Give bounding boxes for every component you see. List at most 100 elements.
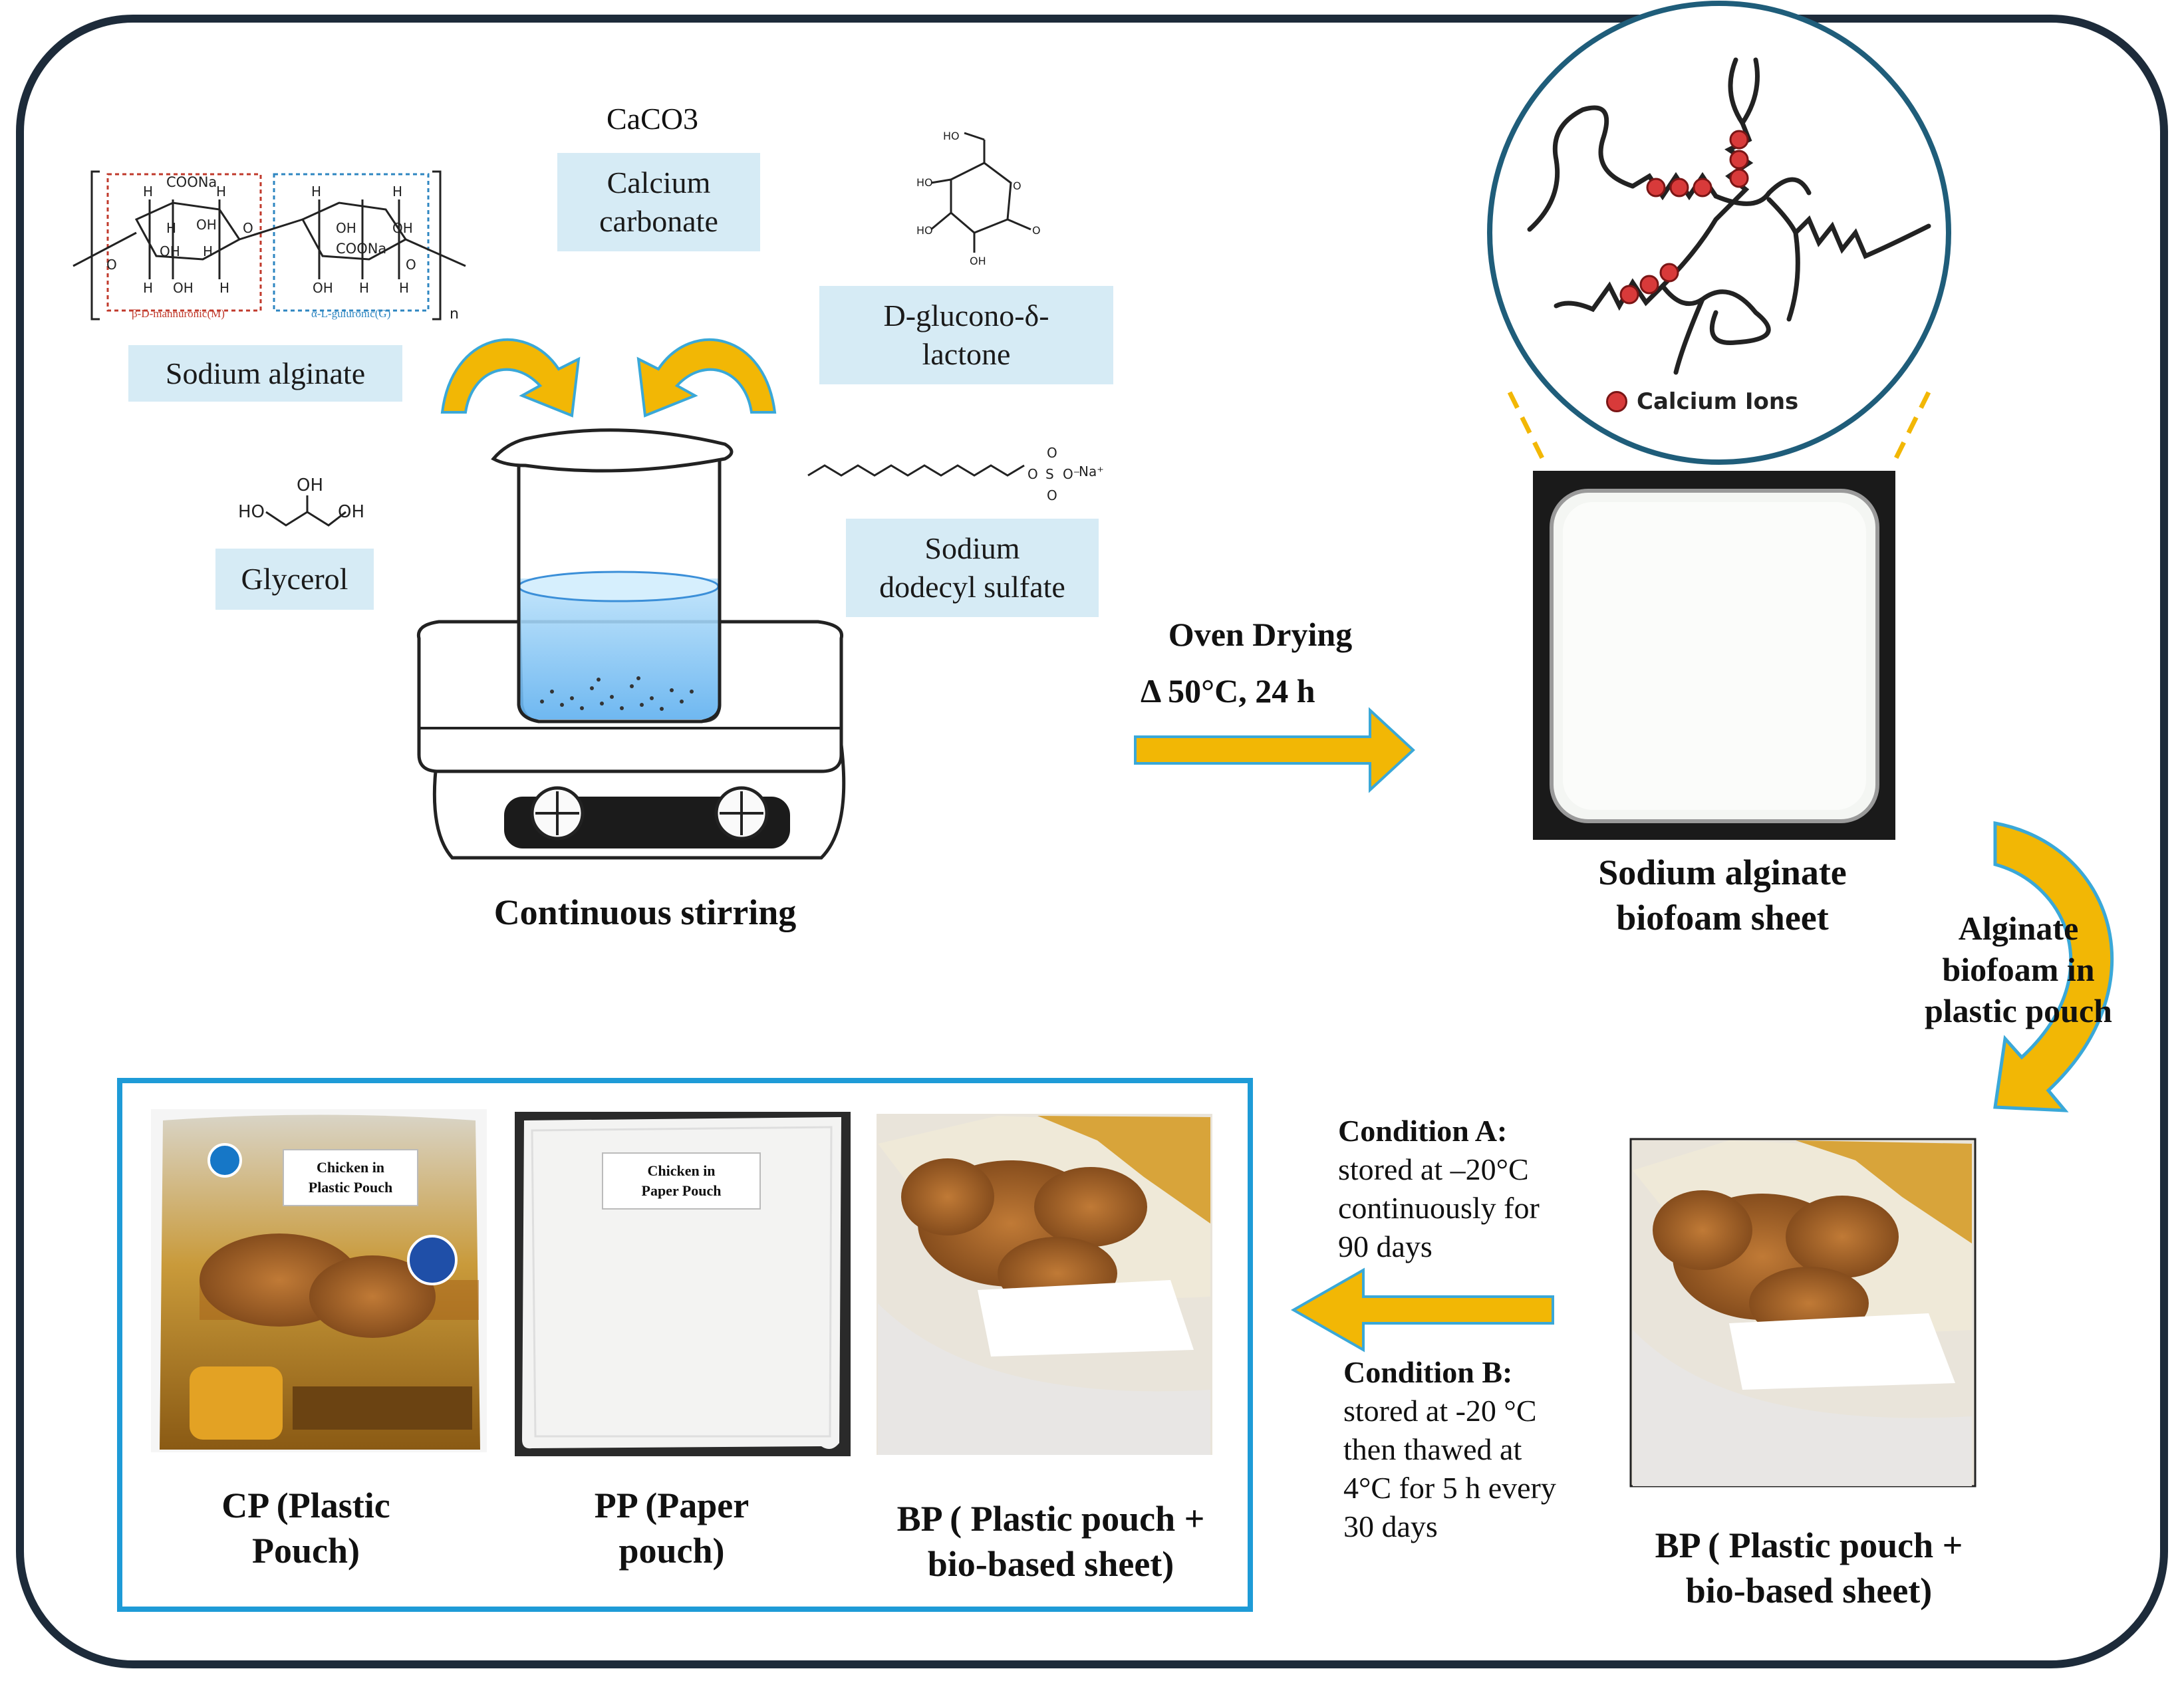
pp-pouch-tag: Chicken in Paper Pouch xyxy=(602,1152,761,1210)
sodium-alginate-structure xyxy=(72,170,466,321)
svg-text:H: H xyxy=(392,184,402,199)
repeat-n-label: n xyxy=(450,306,459,323)
calcium-ion-icon xyxy=(1606,391,1627,412)
svg-text:HO: HO xyxy=(916,224,933,237)
pp-line2: pouch) xyxy=(618,1531,725,1571)
pp-tag-line1: Chicken in xyxy=(647,1162,716,1179)
svg-text:H: H xyxy=(219,280,229,296)
sds-na-label: Na⁺ xyxy=(1079,463,1104,479)
gdl-line1: D-glucono-δ- xyxy=(883,299,1049,332)
svg-text:OH: OH xyxy=(338,502,364,522)
svg-text:H: H xyxy=(216,184,226,199)
gdl-label: D-glucono-δ- lactone xyxy=(819,286,1113,384)
condition-b-title: Condition B: xyxy=(1343,1355,1513,1389)
svg-text:O: O xyxy=(243,220,253,236)
beaker-stirrer xyxy=(416,428,846,860)
bp-main-photo xyxy=(1629,1138,1977,1488)
mannuronic-label: β-D-mannuronic(M) xyxy=(132,307,225,320)
curved-arrow-right xyxy=(636,338,777,418)
pp-line1: PP (Paper xyxy=(594,1486,750,1525)
cp-tag-line2: Plastic Pouch xyxy=(308,1179,393,1196)
condition-b-line2: then thawed at xyxy=(1343,1432,1522,1466)
svg-text:OH: OH xyxy=(173,280,194,296)
svg-text:H: H xyxy=(203,243,213,259)
svg-text:H: H xyxy=(143,280,153,296)
curved-arrow-left xyxy=(440,338,581,418)
svg-text:O: O xyxy=(1032,224,1041,237)
calcium-carbonate-line1: Calcium xyxy=(607,166,711,199)
svg-text:O: O xyxy=(1027,466,1038,482)
sds-head: O S O O O⁻ xyxy=(1027,445,1080,503)
cp-tag-line1: Chicken in xyxy=(316,1159,385,1176)
svg-text:O⁻: O⁻ xyxy=(1063,466,1080,482)
oven-drying-conditions: Δ 50°C, 24 h xyxy=(1141,672,1315,710)
bp-line1: BP ( Plastic pouch + xyxy=(896,1499,1205,1539)
pouch-step-line2: biofoam in xyxy=(1942,951,2095,988)
bp-main-caption: BP ( Plastic pouch + bio-based sheet) xyxy=(1609,1523,2008,1613)
svg-text:O: O xyxy=(106,257,117,273)
sds-line1: Sodium xyxy=(924,531,1020,565)
svg-text:OH: OH xyxy=(196,217,217,233)
pp-caption: PP (Paper pouch) xyxy=(532,1483,811,1573)
sodium-alginate-text: Sodium alginate xyxy=(165,356,366,390)
condition-a-title: Condition A: xyxy=(1338,1114,1508,1148)
svg-text:HO: HO xyxy=(943,130,960,142)
calcium-carbonate-line2: carbonate xyxy=(599,204,718,238)
condition-a-line1: stored at –20°C xyxy=(1338,1152,1529,1186)
condition-a-line3: 90 days xyxy=(1338,1230,1433,1263)
conditions-arrow xyxy=(1290,1267,1554,1353)
svg-text:H: H xyxy=(359,280,369,296)
curved-arrow-bp xyxy=(1993,821,2114,1112)
svg-text:OH: OH xyxy=(336,220,356,236)
biofoam-sheet-line2: biofoam sheet xyxy=(1616,898,1829,938)
continuous-stirring-caption: Continuous stirring xyxy=(493,892,797,932)
svg-text:HO: HO xyxy=(238,502,265,522)
beaker-particles xyxy=(540,676,694,711)
calcium-ions-text: Calcium Ions xyxy=(1637,388,1799,415)
svg-text:H: H xyxy=(311,184,321,199)
condition-a-line2: continuously for xyxy=(1338,1191,1540,1225)
calcium-carbonate-label: Calcium carbonate xyxy=(557,153,760,251)
condition-b-line4: 30 days xyxy=(1343,1509,1438,1543)
svg-text:OH: OH xyxy=(970,255,986,267)
glycerol-atoms: HO OH OH xyxy=(238,475,364,522)
svg-text:H: H xyxy=(399,280,409,296)
svg-text:OH: OH xyxy=(297,475,323,495)
bp-line2: bio-based sheet) xyxy=(927,1544,1174,1584)
caco3-formula: CaCO3 xyxy=(607,102,698,136)
condition-b-line3: 4°C for 5 h every xyxy=(1343,1471,1556,1505)
svg-text:O: O xyxy=(1047,487,1057,503)
gdl-line2: lactone xyxy=(922,337,1011,371)
glycerol-structure xyxy=(265,495,346,527)
zoom-connector xyxy=(1507,391,1931,463)
gdl-structure xyxy=(930,132,1031,253)
cp-pouch-tag: Chicken in Plastic Pouch xyxy=(283,1149,418,1206)
condition-a: Condition A: stored at –20°C continuousl… xyxy=(1338,1112,1540,1266)
sds-chain xyxy=(807,464,1025,477)
cp-caption: CP (Plastic Pouch) xyxy=(166,1483,446,1573)
svg-text:O: O xyxy=(406,257,416,273)
sample-frame xyxy=(117,1078,1253,1612)
condition-b-line1: stored at -20 °C xyxy=(1343,1394,1537,1428)
svg-text:O: O xyxy=(1047,445,1057,461)
biofoam-sheet-caption: Sodium alginate biofoam sheet xyxy=(1530,850,1915,940)
svg-text:O: O xyxy=(1013,180,1022,192)
calcium-ion-dots xyxy=(1619,130,1749,305)
cp-line2: Pouch) xyxy=(252,1531,360,1571)
pp-tag-line2: Paper Pouch xyxy=(641,1182,722,1199)
glycerol-text: Glycerol xyxy=(241,562,348,596)
svg-text:S: S xyxy=(1045,466,1054,482)
svg-text:OH: OH xyxy=(160,243,180,259)
oven-drying-arrow xyxy=(1134,707,1415,793)
pouch-step-caption: Alginate biofoam in plastic pouch xyxy=(1909,908,2128,1031)
svg-text:OH: OH xyxy=(313,280,333,296)
cp-line1: CP (Plastic xyxy=(221,1486,390,1525)
sds-line2: dodecyl sulfate xyxy=(879,570,1065,604)
bp-caption: BP ( Plastic pouch + bio-based sheet) xyxy=(865,1496,1237,1587)
biofoam-sheet-line1: Sodium alginate xyxy=(1598,852,1847,892)
biofoam-sheet-photo xyxy=(1533,471,1895,840)
condition-b: Condition B: stored at -20 °C then thawe… xyxy=(1343,1353,1556,1546)
guluronic-label: α-L-guluronic(G) xyxy=(311,307,391,320)
